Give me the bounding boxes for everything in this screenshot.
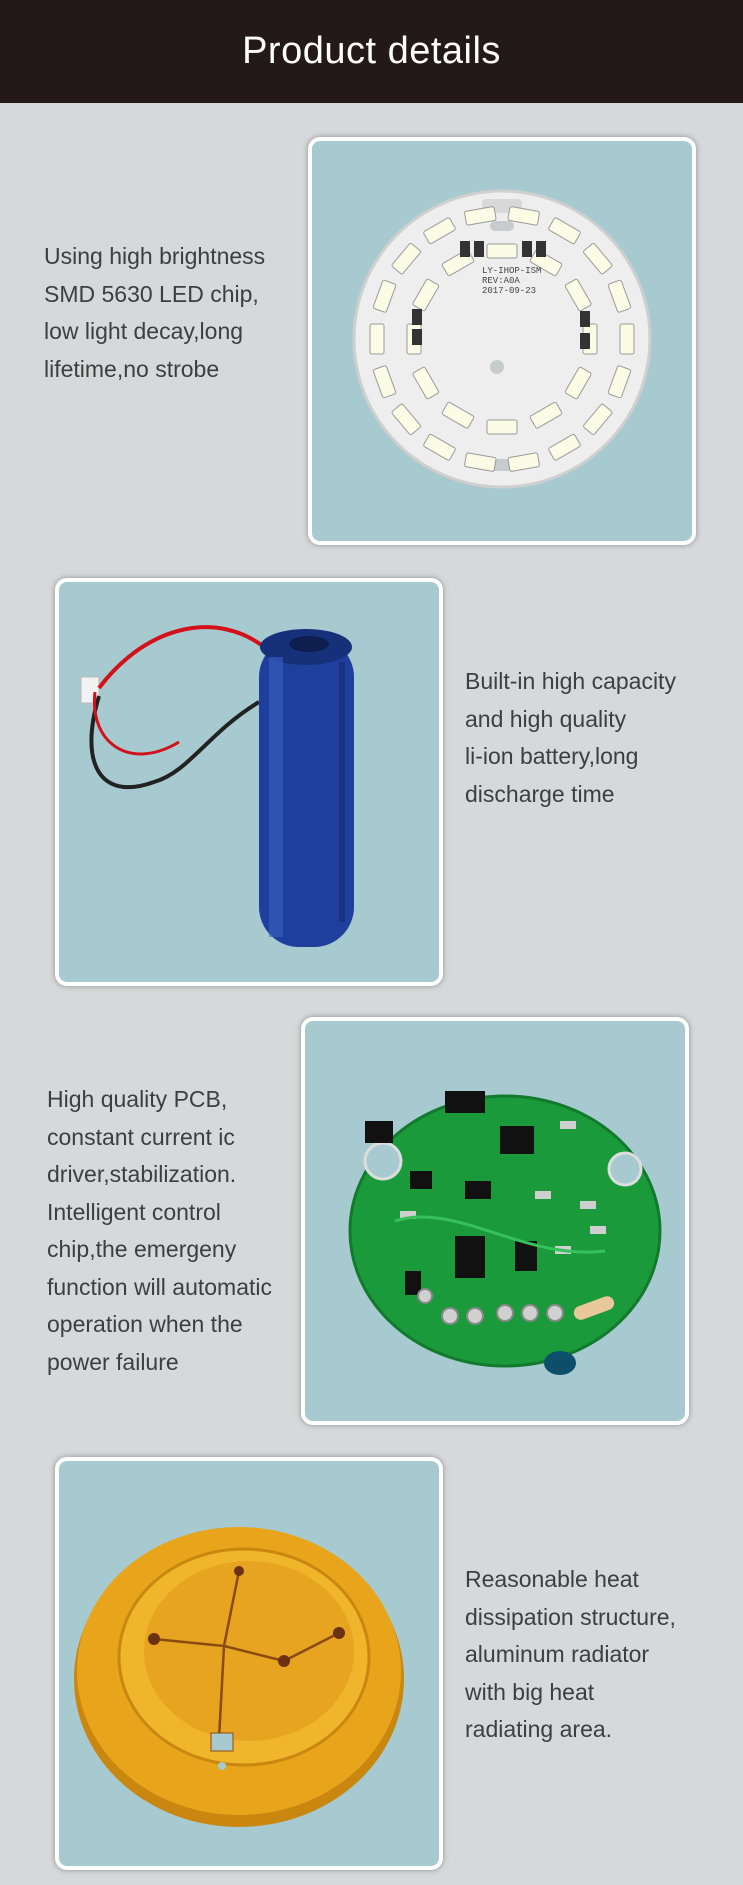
led-chip <box>583 403 613 436</box>
led-chip <box>507 452 540 472</box>
led-chip <box>369 323 385 355</box>
pcb-board-photo <box>348 1091 662 1375</box>
pcb-image <box>301 1017 689 1425</box>
led-chip <box>607 365 632 399</box>
led-chip <box>486 419 518 435</box>
radiator-image <box>55 1457 443 1870</box>
led-chip <box>423 433 456 461</box>
led-description: Using high brightness SMD 5630 LED chip,… <box>44 243 266 382</box>
led-chip <box>464 452 497 472</box>
led-chip <box>529 401 563 429</box>
led-chip <box>607 279 632 313</box>
led-chip <box>372 279 397 313</box>
led-chips <box>369 206 635 472</box>
led-chip <box>486 243 518 259</box>
led-chip <box>412 366 440 400</box>
led-chip <box>391 403 421 436</box>
led-chip <box>564 366 592 400</box>
led-chip <box>548 433 581 461</box>
led-chip <box>412 278 440 312</box>
led-chip <box>423 217 456 245</box>
battery-photo <box>80 625 354 947</box>
led-chip <box>548 217 581 245</box>
led-chip <box>391 242 421 275</box>
pcb-description: High quality PCB, constant current ic dr… <box>47 1086 272 1375</box>
led-chip <box>464 206 497 226</box>
page-header: Product details <box>0 0 743 103</box>
led-chip <box>441 401 475 429</box>
battery-description: Built-in high capacity and high quality … <box>465 668 676 807</box>
led-chip <box>619 323 635 355</box>
led-chip <box>507 206 540 226</box>
radiator-description: Reasonable heat dissipation structure, a… <box>465 1566 676 1742</box>
led-chip <box>564 278 592 312</box>
radiator-photo <box>74 1527 404 1827</box>
page-title: Product details <box>242 30 501 72</box>
led-chip <box>372 365 397 399</box>
battery-image <box>55 578 443 986</box>
led-chip <box>583 242 613 275</box>
